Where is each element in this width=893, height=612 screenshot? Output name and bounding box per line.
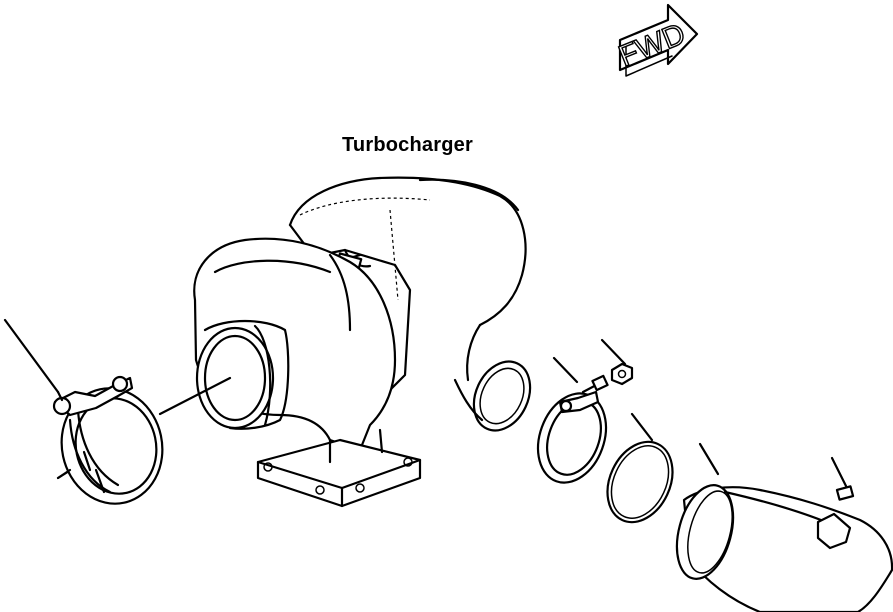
fwd-arrow-icon: FWD [614,3,699,77]
elbow-pipe [675,442,893,612]
right-clamp-assembly [536,338,634,484]
page-title: Turbocharger [342,134,473,156]
gasket-ring [606,412,674,524]
left-clamp [3,318,232,505]
turbocharger-body [193,176,532,508]
